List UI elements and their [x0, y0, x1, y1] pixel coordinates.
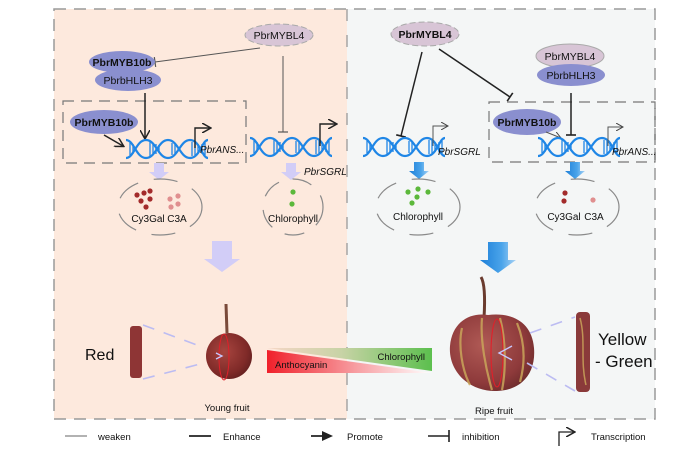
- young-myb10b-label: PbrMYB10b: [75, 117, 134, 129]
- ripe-fruit-stem: [479, 276, 487, 319]
- young-myb10b-promote-arrow: [103, 134, 123, 146]
- ripe-myb10b-node: [493, 109, 561, 135]
- young-fruit-zoom-chevron: [215, 352, 224, 360]
- legend-promote-arrowhead-icon: [322, 431, 333, 441]
- ripe-myb10b-label: PbrMYB10b: [498, 117, 557, 129]
- ripe-chlorophyll-vesicle: [375, 178, 461, 236]
- young-main-arrow: [204, 241, 240, 272]
- ripe-ans-output-arrow: [565, 162, 585, 179]
- ripe-ans-transcription-icon: [607, 127, 623, 146]
- young-promoter-dashed-box: [62, 100, 247, 164]
- young-cy3gal-dots: [134, 188, 153, 210]
- young-zoom-lines: [142, 324, 206, 380]
- ripe-mybl4-enhance-to-myb10b: [438, 48, 514, 102]
- chlorophyll-gradient-wedge: [267, 348, 432, 371]
- young-c3a-label: C3A: [167, 214, 187, 225]
- ripe-color-word-line1: Yellow: [598, 330, 647, 349]
- legend-enhance-label: Enhance: [223, 432, 261, 443]
- ripe-fruit-zoom-chevron: [497, 345, 513, 361]
- legend-weaken-label: weaken: [97, 432, 131, 443]
- young-mybl4-label: PbrMYBL4: [254, 30, 305, 42]
- ripe-sgrl-output-arrow: [409, 162, 429, 179]
- young-fruit-slice: [130, 326, 142, 378]
- anthocyanin-label: Anthocyanin: [275, 360, 327, 371]
- chlorophyll-gradient-label: Chlorophyll: [377, 352, 425, 363]
- ripe-sgrl-gene-label: PbrSGRL: [438, 147, 481, 158]
- ripe-main-arrow: [480, 242, 516, 273]
- young-chlorophyll-label: Chlorophyll: [268, 214, 318, 225]
- young-cy3gal-label: Cy3Gal: [131, 214, 164, 225]
- ripe-mybl4-enhance-to-sgrl: [395, 51, 423, 138]
- young-mybl4-weaken-to-myb10b: [153, 47, 261, 68]
- legend-transcription-label: Transcription: [591, 432, 646, 443]
- young-complex-bhlh3-node: [95, 69, 161, 91]
- legend: weaken Enhance Promote inhibition Transc…: [65, 430, 646, 446]
- young-complex-bhlh3-label: PbrbHLH3: [103, 75, 152, 87]
- young-sgrl-output-arrow: [281, 163, 301, 180]
- ripe-mybl4-label: PbrMYBL4: [398, 29, 451, 41]
- young-complex-myb10b-label: PbrMYB10b: [93, 57, 152, 69]
- ripe-c3a-dots: [590, 197, 596, 203]
- young-chlorophyll-vesicle: [262, 178, 324, 236]
- young-color-word: Red: [85, 347, 114, 364]
- ripe-cy3gal-label: Cy3Gal: [547, 212, 580, 223]
- young-chlorophyll-dots: [289, 189, 296, 207]
- legend-inhibition-label: inhibition: [462, 432, 500, 443]
- outer-dashed-border: [53, 8, 656, 420]
- ripe-sgrl-transcription-icon: [432, 126, 448, 146]
- young-mybl4-node: [244, 23, 314, 47]
- ripe-anthocyanin-vesicle: [534, 178, 620, 236]
- ripe-zoom-lines: [526, 316, 576, 392]
- young-fruit-stem: [224, 303, 229, 334]
- ripe-complex-bhlh3-label: PbrbHLH3: [546, 70, 595, 82]
- ripe-c3a-label: C3A: [584, 212, 604, 223]
- young-myb10b-node: [70, 110, 138, 134]
- legend-transcription-symbol: [558, 432, 574, 446]
- ripe-fruit-image: [449, 314, 535, 392]
- legend-promote-label: Promote: [347, 432, 383, 443]
- young-fruit-caption: Young fruit: [204, 403, 249, 414]
- ripe-chlorophyll-dots: [405, 186, 431, 206]
- ripe-chlorophyll-label: Chlorophyll: [393, 212, 443, 223]
- ripe-fruit-section-outline: [490, 318, 504, 388]
- young-complex-myb10b-node: [89, 51, 155, 73]
- young-c3a-dots: [167, 193, 181, 210]
- ripe-color-word-line2: - Green: [595, 352, 653, 371]
- young-ans-output-arrow: [149, 163, 169, 180]
- ripe-cy3gal-dots: [561, 190, 568, 204]
- ripe-fruit-russet-stripes: [459, 317, 525, 391]
- young-sgrl-transcription-icon: [319, 124, 336, 146]
- young-ans-gene-label: PbrANS...: [200, 145, 244, 156]
- ripe-complex-mybl4-label: PbrMYBL4: [545, 51, 596, 63]
- ripe-slice-russet: [579, 317, 587, 386]
- young-sgrl-gene-label: PbrSGRL: [304, 167, 347, 178]
- young-ans-transcription-icon: [194, 128, 210, 148]
- ripe-ans-gene-label: PbrANS...: [612, 147, 656, 158]
- ripe-complex-bhlh3-node: [537, 64, 605, 86]
- ripe-mybl4-node: [390, 21, 460, 47]
- young-anthocyanin-vesicle: [117, 178, 203, 236]
- ripe-fruit-caption: Ripe fruit: [475, 406, 513, 417]
- anthocyanin-gradient-wedge: [267, 350, 432, 373]
